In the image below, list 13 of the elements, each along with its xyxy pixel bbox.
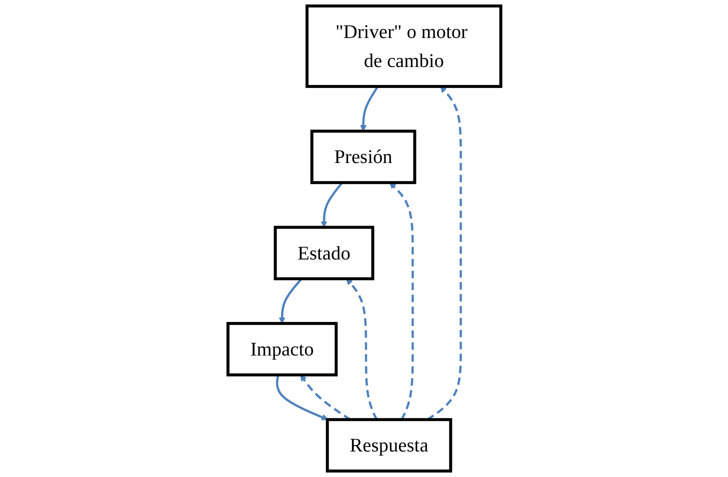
arrow (360, 86, 378, 132)
arrow (300, 374, 350, 421)
arrow (278, 278, 302, 324)
node-box: Presión (310, 130, 416, 184)
arrow (346, 278, 378, 420)
node-box: "Driver" o motor de cambio (305, 4, 502, 88)
arrow (389, 182, 414, 420)
arrow (426, 86, 462, 421)
node-box: Respuesta (325, 418, 452, 472)
node-box: Estado (273, 226, 374, 280)
arrow (320, 182, 343, 228)
node-box: Impacto (226, 322, 338, 376)
arrow (276, 374, 328, 420)
